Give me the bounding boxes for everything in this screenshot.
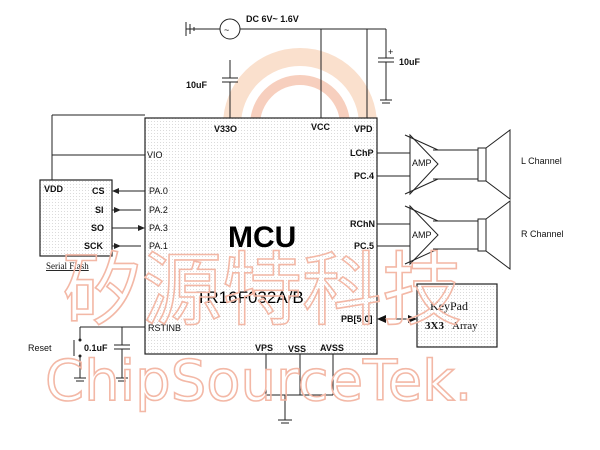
mcu-part-number: TR16F032A/B bbox=[196, 288, 304, 307]
ground-wiring bbox=[265, 354, 334, 424]
keypad-title: KeyPad bbox=[430, 299, 468, 313]
serial-flash-block: VDD CS SI SO SCK Serial Flash bbox=[39, 179, 145, 271]
v33o-capacitor-label: 10uF bbox=[186, 80, 208, 90]
keypad-block: KeyPad 3X3 Array bbox=[377, 283, 498, 348]
pin-rstinb: RSTINB bbox=[148, 323, 181, 333]
pin-v33o: V33O bbox=[214, 124, 237, 134]
flash-pin-so: SO bbox=[91, 223, 104, 233]
reset-capacitor-label: 0.1uF bbox=[84, 343, 108, 353]
vio-wiring bbox=[51, 114, 145, 190]
right-amp-speaker: AMP R Channel bbox=[377, 200, 564, 270]
watermark-cn: 矽源特科技 bbox=[62, 244, 462, 337]
svg-text:+: + bbox=[388, 47, 393, 57]
pin-lchp: LChP bbox=[350, 148, 374, 158]
mcu-block: MCU TR16F032A/B V33O VCC VPD VIO PA.0 PA… bbox=[144, 117, 378, 355]
flash-pin-si: SI bbox=[95, 205, 104, 215]
dc-source-symbol bbox=[219, 18, 241, 40]
reset-label: Reset bbox=[28, 343, 52, 353]
flash-pin-sck: SCK bbox=[84, 241, 104, 251]
pin-pa1: PA.1 bbox=[149, 241, 168, 251]
flash-vdd-pin: VDD bbox=[44, 184, 64, 194]
pin-pb: PB[5:0] bbox=[341, 314, 373, 324]
pin-pc5: PC.5 bbox=[354, 241, 374, 251]
v33o-capacitor: 10uF bbox=[186, 60, 238, 118]
flash-pin-cs: CS bbox=[92, 186, 105, 196]
pin-vps: VPS bbox=[255, 343, 273, 353]
pin-vpd: VPD bbox=[354, 124, 373, 134]
pin-rchn: RChN bbox=[350, 219, 375, 229]
pin-pa2: PA.2 bbox=[149, 205, 168, 215]
right-amp-label: AMP bbox=[412, 230, 432, 240]
right-channel-label: R Channel bbox=[521, 229, 564, 239]
vpd-capacitor-label: 10uF bbox=[399, 57, 421, 67]
reset-circuit: Reset 0.1uF bbox=[28, 326, 145, 382]
keypad-array: Array bbox=[452, 320, 478, 332]
pin-avss: AVSS bbox=[320, 343, 344, 353]
watermark-en: ChipSourceTek. bbox=[45, 349, 472, 414]
pin-pa0: PA.0 bbox=[149, 186, 168, 196]
pin-vcc: VCC bbox=[311, 122, 331, 132]
power-label: DC 6V~ 1.6V bbox=[246, 14, 299, 24]
mcu-title: MCU bbox=[228, 221, 296, 254]
pin-pa3: PA.3 bbox=[149, 223, 168, 233]
flash-caption: Serial Flash bbox=[46, 261, 89, 271]
keypad-size: 3X3 bbox=[425, 320, 444, 332]
svg-text:~: ~ bbox=[224, 25, 229, 35]
left-amp-speaker: AMP L Channel bbox=[377, 129, 562, 200]
pin-vss: VSS bbox=[288, 344, 306, 354]
left-channel-label: L Channel bbox=[521, 156, 562, 166]
pin-pc4: PC.4 bbox=[354, 171, 374, 181]
pin-vio: VIO bbox=[147, 150, 163, 160]
power-supply: ~ + DC 6V~ 1.6V 10uF bbox=[185, 14, 421, 118]
left-amp-label: AMP bbox=[412, 158, 432, 168]
